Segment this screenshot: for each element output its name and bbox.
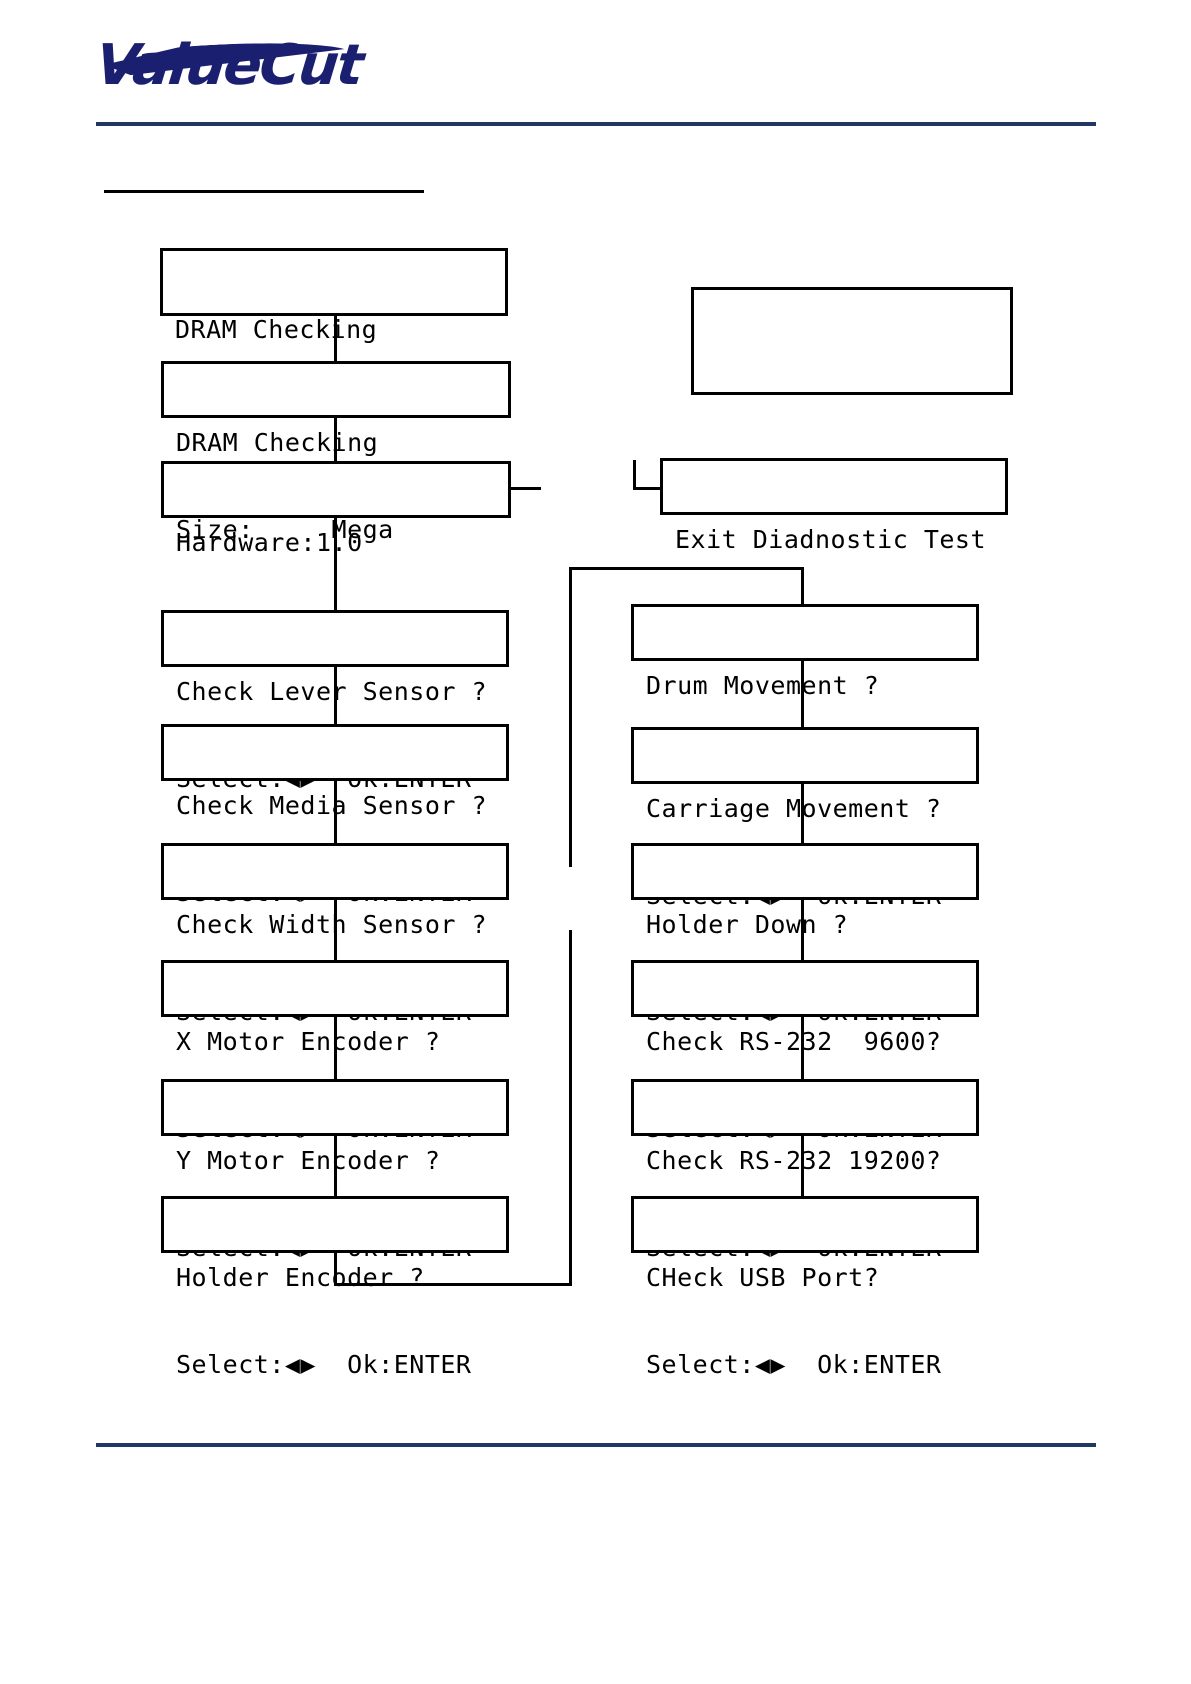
lcd-box-exit-diagnostic-test: Exit Diadnostic Test Plase reset machine — [660, 458, 1008, 641]
lcd-line-1: Check Media Sensor ? — [176, 791, 488, 820]
lcd-line-1: Check RS-232 19200? — [646, 1146, 942, 1175]
lcd-box-check-rs232-9600: Check RS-232 9600? Select:◀▶ Ok:ENTER — [631, 960, 979, 1143]
lcd-box-drum-movement: Drum Movement ? Select:◀▶ Ok:ENTER — [631, 604, 979, 787]
lcd-box-y-motor-encoder: Y Motor Encoder ? Select:◀▶ Ok:ENTER — [161, 1079, 509, 1262]
lcd-box-holder-down: Holder Down ? Select:◀▶ Ok:ENTER — [631, 843, 979, 1026]
connector-to-drum — [801, 567, 804, 604]
connector-width-to-xmotor — [334, 900, 337, 960]
connector-holder-encoder-down — [334, 1253, 337, 1283]
lcd-box-check-rs232-19200: Check RS-232 19200? Select:◀▶ Ok:ENTER — [631, 1079, 979, 1262]
lcd-line-1: Check Width Sensor ? — [176, 910, 488, 939]
connector-lever-to-media — [334, 667, 337, 724]
connector-version-to-exit-right — [633, 487, 661, 490]
connector-version-to-exit-left — [511, 487, 541, 490]
lcd-line-2: Select:◀▶ Ok:ENTER — [646, 1350, 942, 1379]
lcd-line-1: X Motor Encoder ? — [176, 1027, 441, 1056]
connector-dram-to-size — [334, 316, 337, 361]
lcd-box-holder-encoder: Holder Encoder ? Select:◀▶ Ok:ENTER — [161, 1196, 509, 1379]
lcd-line-1: CHeck USB Port? — [646, 1263, 880, 1292]
lcd-line-2: Select:◀▶ Ok:ENTER — [176, 1350, 472, 1379]
lcd-line-1: Drum Movement ? — [646, 671, 880, 700]
lcd-box-version: Hardware:1.0 FPGA:1.1 — [161, 461, 511, 644]
connector-ymotor-to-holder-encoder — [334, 1136, 337, 1196]
lcd-line-1: Check Lever Sensor ? — [176, 677, 488, 706]
section-divider — [104, 190, 424, 193]
lcd-box-check-width-sensor: Check Width Sensor ? Select:◀▶ Ok:ENTER — [161, 843, 509, 1026]
lcd-line-1: Exit Diadnostic Test — [675, 525, 987, 554]
lcd-line-1: Holder Down ? — [646, 910, 849, 939]
connector-xmotor-to-ymotor — [334, 1017, 337, 1079]
lcd-box-check-media-sensor: Check Media Sensor ? Select:◀▶ Ok:ENTER — [161, 724, 509, 907]
connector-bottom-loop — [334, 1283, 572, 1286]
lcd-box-dram-checking: DRAM Checking — [160, 248, 508, 344]
footer-divider — [96, 1443, 1096, 1447]
lcd-box-check-usb-port: CHeck USB Port? Select:◀▶ Ok:ENTER — [631, 1196, 979, 1379]
page-header: ValueCut — [0, 0, 1191, 140]
lcd-box-check-lever-sensor: Check Lever Sensor ? Select:◀▶ Ok:ENTER — [161, 610, 509, 793]
lcd-box-x-motor-encoder: X Motor Encoder ? Select:◀▶ Ok:ENTER — [161, 960, 509, 1143]
lcd-line-1: Y Motor Encoder ? — [176, 1146, 441, 1175]
lcd-line-1: DRAM Checking — [175, 315, 378, 344]
connector-right-column-top — [569, 567, 804, 570]
connector-drum-to-carriage — [801, 661, 804, 727]
lcd-line-1: Holder Encoder ? — [176, 1263, 425, 1292]
connector-holder-down-to-rs232 — [801, 900, 804, 960]
connector-right-column-trunk — [569, 567, 572, 867]
lcd-line-1: Carriage Movement ? — [646, 794, 942, 823]
lcd-line-1: DRAM Checking — [176, 428, 379, 457]
connector-version-to-lever — [334, 518, 337, 610]
connector-carriage-to-holder-down — [801, 784, 804, 843]
lcd-box-dram-size: DRAM Checking Size: Mega — [161, 361, 511, 544]
lcd-line-1: Check RS-232 9600? — [646, 1027, 942, 1056]
lcd-line-1: Hardware:1.0 — [176, 528, 363, 557]
lcd-box-carriage-movement: Carriage Movement ? Select:◀▶ Ok:ENTER — [631, 727, 979, 910]
lcd-line-2: Size: Mega — [176, 515, 394, 544]
lcd-box-blank — [691, 287, 1013, 395]
connector-rs232-19200-to-usb — [801, 1136, 804, 1196]
connector-bottom-loop-up — [569, 930, 572, 1283]
header-divider — [96, 122, 1096, 126]
connector-exit-stub — [633, 460, 636, 488]
connector-size-to-version — [334, 418, 337, 461]
brand-logo: ValueCut — [92, 33, 366, 98]
connector-rs232-9600-to-19200 — [801, 1017, 804, 1079]
connector-media-to-width — [334, 781, 337, 843]
